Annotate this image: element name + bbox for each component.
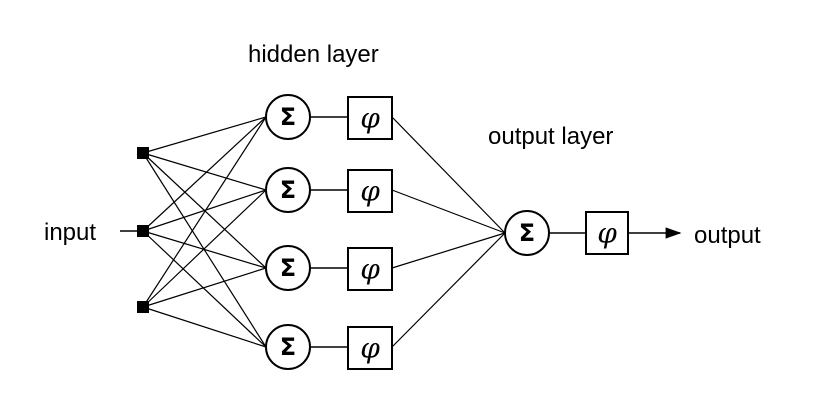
hidden-sum-nodes: Σ Σ Σ Σ (265, 94, 311, 370)
hidden-to-output-connections (391, 116, 506, 348)
input-label: input (44, 219, 96, 246)
edge-in3-h1 (142, 116, 267, 308)
output-label: output (694, 222, 761, 249)
phi-icon: φ (597, 217, 617, 250)
edge-h2-out (391, 189, 506, 234)
input-node-3 (137, 301, 149, 313)
hidden-sum-node-4: Σ (265, 324, 311, 370)
edge-in2-h3 (142, 230, 267, 269)
sigma-icon: Σ (280, 254, 296, 282)
sigma-icon: Σ (280, 333, 296, 361)
output-sum-node: Σ (504, 210, 550, 256)
hidden-sum-to-activation-wires (310, 116, 348, 348)
sigma-icon: Σ (519, 219, 535, 247)
output-activation-node: φ (585, 211, 629, 255)
edge-in2-h1 (142, 116, 267, 232)
hidden-sum-node-3: Σ (265, 245, 311, 291)
hidden-activation-node-4: φ (347, 326, 393, 370)
input-to-hidden-connections (142, 116, 267, 348)
output-layer-label: output layer (488, 123, 613, 150)
input-nodes (137, 147, 149, 313)
hidden-activation-nodes: φ φ φ φ (347, 96, 393, 370)
edge-in3-h3 (142, 267, 267, 308)
edge-in2-h4 (142, 230, 267, 348)
hidden-activation-node-1: φ (347, 96, 393, 140)
edge-h1-out (391, 116, 506, 234)
sigma-icon: Σ (280, 176, 296, 204)
phi-icon: φ (360, 175, 380, 208)
hidden-sum-node-1: Σ (265, 94, 311, 140)
edge-in3-h4 (142, 306, 267, 348)
phi-icon: φ (360, 332, 380, 365)
phi-icon: φ (360, 102, 380, 135)
hidden-layer-label: hidden layer (248, 41, 379, 68)
input-node-2 (137, 225, 149, 237)
edge-h3-out (391, 232, 506, 269)
edge-h4-out (391, 232, 506, 348)
phi-icon: φ (360, 253, 380, 286)
hidden-sum-node-2: Σ (265, 167, 311, 213)
edge-in3-h2 (142, 189, 267, 308)
hidden-activation-node-3: φ (347, 247, 393, 291)
input-node-1 (137, 147, 149, 159)
hidden-activation-node-2: φ (347, 169, 393, 213)
sigma-icon: Σ (280, 103, 296, 131)
edge-in1-h1 (142, 116, 267, 154)
edge-in2-h2 (142, 189, 267, 232)
edge-in1-h2 (142, 152, 267, 191)
